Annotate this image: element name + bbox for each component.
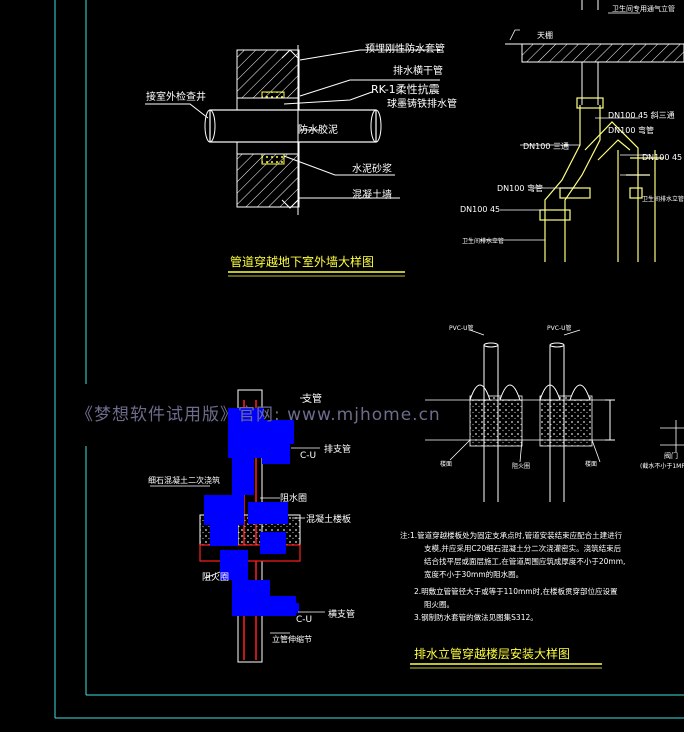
label-fire-ring-section: 阻火圈 xyxy=(512,462,530,470)
label-expansion-joint: 立管伸缩节 xyxy=(272,634,312,644)
label-dn100-tee: DN100 三通 xyxy=(523,141,569,151)
label-valve-note: (截水不小于1MPa) xyxy=(640,462,684,470)
label-branch-pipe-top: 支管 xyxy=(302,392,322,405)
label-valve: 阀门 xyxy=(664,451,678,460)
note-line-5: 2.明敷立管管径大于或等于110mm时,在楼板贯穿部位应设置 xyxy=(414,586,618,596)
detail1-title: 管道穿越地下室外墙大样图 xyxy=(230,254,374,269)
label-rk-line1: RK-1柔性抗震 xyxy=(371,82,440,96)
label-floor-left: 楼面 xyxy=(440,460,452,468)
label-pvc-u-bottom: C-U xyxy=(296,615,312,625)
label-concrete-slab: 混凝土楼板 xyxy=(306,513,351,525)
label-dn100-elbow-right: DN100 弯管 xyxy=(608,125,654,135)
detail-stack-floor: 支管 C-U 排支管 细石混凝土二次浇筑 阻水圈 混凝土楼板 阻火圈 C-U 横… xyxy=(148,389,355,663)
label-ventilation-stack: 卫生间专用通气立管 xyxy=(612,4,675,13)
label-cement-mortar: 水泥砂浆 xyxy=(352,162,392,175)
label-waterproof-ring: 阻水圈 xyxy=(280,492,307,504)
label-dn100-45-tee: DN100 45 斜三通 xyxy=(608,110,675,120)
detail-wall-penetration: 预埋刚性防水套管 排水横干管 RK-1柔性抗震 球墨铸铁排水管 接室外检查井 防… xyxy=(145,42,457,277)
note-line-6: 阻火圈。 xyxy=(424,600,454,609)
label-branch-pipe: 排支管 xyxy=(324,443,351,455)
note-line-1: 注:1.管道穿越楼板处为固定支承点时,管道安装结束应配合土建进行 xyxy=(400,530,623,540)
detail-stack-floor-section: PVC-U管 PVC-U管 楼面 楼面 阻火圈 注:1.管道穿越楼板处为固定支承… xyxy=(400,324,625,669)
label-fire-ring: 阻火圈 xyxy=(202,572,229,583)
detail-valve: 阀门 (截水不小于1MPa) xyxy=(640,420,684,470)
label-pvc-left: PVC-U管 xyxy=(449,324,473,332)
label-pvc-u-top: C-U xyxy=(300,451,316,461)
label-floor-right: 楼面 xyxy=(585,460,597,468)
label-pvc-right: PVC-U管 xyxy=(547,324,571,332)
label-concrete-wall: 混凝土墙 xyxy=(352,188,392,201)
note-line-3: 结合找平层或面层施工,在管道周围应筑成厚度不小于20mm, xyxy=(424,556,625,566)
label-ceiling: 天棚 xyxy=(537,30,553,40)
label-inspection-well: 接室外检查井 xyxy=(146,90,206,103)
label-horizontal-branch: 横支管 xyxy=(328,608,355,620)
label-wc-drain-left: 卫生间排水立管 xyxy=(462,237,504,245)
label-rk-line2: 球墨铸铁排水管 xyxy=(387,97,457,110)
notes-block: 注:1.管道穿越楼板处为固定支承点时,管道安装结束应配合土建进行 支模,并应采用… xyxy=(400,530,625,622)
label-fine-stone-concrete: 细石混凝土二次浇筑 xyxy=(148,475,220,485)
note-line-7: 3.钢制防水套管的做法见图集S312。 xyxy=(414,612,538,622)
detail-stack-fittings: 卫生间专用通气立管 天棚 DN100 45 斜三通 DN100 弯管 DN100… xyxy=(460,0,684,262)
note-line-2: 支模,并应采用C20细石混凝土分二次浇灌密实。浇筑结束后 xyxy=(424,543,622,553)
label-sleeve: 预埋刚性防水套管 xyxy=(365,42,445,55)
label-waterproof-glue: 防水胶泥 xyxy=(298,123,338,136)
detail4-title: 排水立管穿越楼层安装大样图 xyxy=(414,646,570,661)
label-drain-pipe: 排水横干管 xyxy=(393,64,443,77)
note-line-4: 宽度不小于30mm的阻水圈。 xyxy=(424,569,523,579)
label-wc-drain-right: 卫生间排水立管 xyxy=(642,195,684,203)
label-dn100-45-right: DN100 45 xyxy=(642,153,682,162)
label-dn100-elbow-left: DN100 弯管 xyxy=(497,183,543,193)
label-dn100-45-left: DN100 45 xyxy=(460,205,500,214)
drawing-frame xyxy=(54,0,684,719)
